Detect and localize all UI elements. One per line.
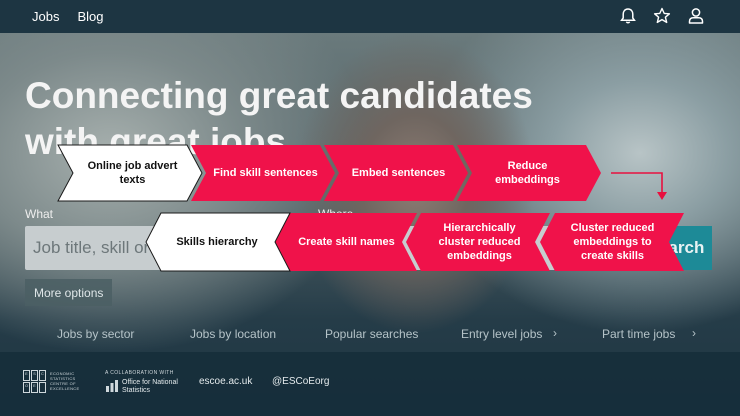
hero-title: Connecting great candidates with great j… [25,75,533,157]
category-entry-level-jobs[interactable]: Entry level jobs [461,327,543,341]
chevron-right-icon[interactable]: › [553,326,557,340]
escoe-logo-letter [39,382,46,393]
category-jobs-by-location[interactable]: Jobs by location [190,327,277,341]
escoe-logo-letter: E [23,370,30,381]
category-row: Jobs by sector Jobs by location Popular … [0,322,740,348]
escoe-logo: E S C O E [23,370,46,393]
collaboration-text: A COLLABORATION WITH [105,370,174,376]
top-navigation-bar: Jobs Blog [0,0,740,33]
category-jobs-by-sector[interactable]: Jobs by sector [57,327,135,341]
footer-twitter-link[interactable]: @ESCoEorg [272,376,330,387]
footer-site-link[interactable]: escoe.ac.uk [199,376,253,387]
escoe-logo-letter: S [31,370,38,381]
step-find-skill-sentences: Find skill sentences [213,167,318,179]
ons-logo-icon [106,380,118,392]
what-label: What [25,207,54,221]
escoe-name: ECONOMIC STATISTICS CENTRE OF EXCELLENCE [50,371,80,391]
step-online-job-advert-texts: Online job advert texts [87,160,178,186]
footer-bar [0,352,740,416]
nav-link-jobs[interactable]: Jobs [32,9,60,24]
ons-name: Office for National Statistics [122,379,178,394]
category-part-time-jobs[interactable]: Part time jobs [602,327,676,341]
star-icon[interactable] [652,6,672,26]
escoe-logo-letter: C [39,370,46,381]
step-create-skill-names: Create skill names [298,236,395,248]
nav-link-blog[interactable]: Blog [77,9,104,24]
chevron-right-icon[interactable]: › [692,326,696,340]
escoe-logo-letter: E [31,382,38,393]
escoe-logo-letter: O [23,382,30,393]
top-icon-group [618,6,706,26]
bell-icon[interactable] [618,6,638,26]
step-cluster-reduced-embeddings: Cluster reduced embeddings to create ski… [570,222,655,262]
step-skills-hierarchy: Skills hierarchy [176,236,258,248]
user-icon[interactable] [686,6,706,26]
what-input-placeholder[interactable]: Job title, skill or [33,238,150,257]
category-popular-searches[interactable]: Popular searches [325,327,419,341]
step-hierarchically-cluster: Hierarchically cluster reduced embedding… [438,222,521,262]
step-reduce-embeddings: Reduce embeddings [495,160,560,186]
step-embed-sentences: Embed sentences [351,167,446,179]
more-options-button[interactable]: More options [25,279,113,306]
